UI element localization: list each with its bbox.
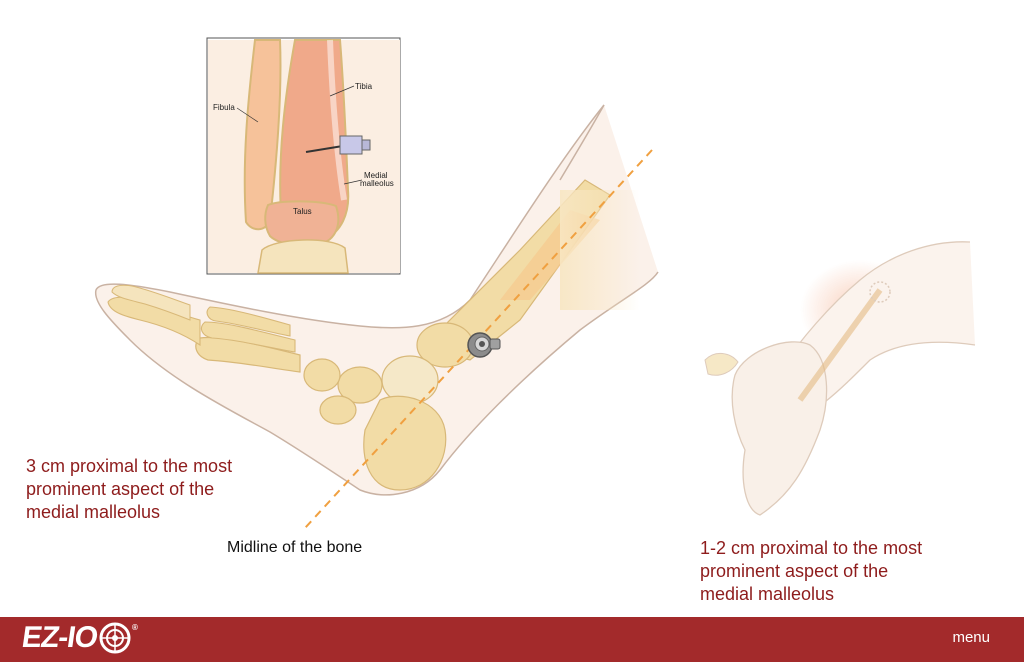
annotation-line: prominent aspect of the (700, 561, 889, 581)
midline-label: Midline of the bone (227, 539, 363, 556)
ezio-logo: EZ-IO ® (19, 621, 138, 655)
menu-button[interactable]: menu (952, 629, 990, 646)
footer-bar: EZ-IO ® menu (0, 617, 1024, 662)
medial-malleolus-label-line2: malleolus (360, 179, 394, 188)
cuboid (319, 395, 357, 425)
annotation-line: prominent aspect of the (26, 479, 215, 499)
fibula-label: Fibula (213, 103, 235, 112)
metatarsal-2 (200, 321, 296, 353)
tibial-site-annotation: 3 cm proximal to the most prominent aspe… (26, 455, 232, 524)
metatarsal-3 (206, 306, 291, 337)
tibia-label: Tibia (355, 82, 373, 91)
hand-outline (731, 341, 828, 516)
talus-label: Talus (293, 207, 312, 216)
annotation-line: medial malleolus (700, 584, 835, 604)
toe-phalanges-2 (111, 284, 191, 321)
cross-section-inset (206, 37, 401, 275)
hand-insertion-illustration (704, 241, 976, 516)
annotation-line: 1-2 cm proximal to the most (700, 538, 923, 558)
shin-shading (560, 190, 640, 310)
logo-text: EZ-IO (19, 621, 100, 654)
ezio-target-icon (99, 622, 131, 654)
calcaneus (363, 395, 447, 491)
medial-malleolus-label-line1: Medial (364, 171, 388, 180)
registered-mark: ® (132, 622, 138, 632)
ankle-illustration (94, 37, 976, 529)
leg-skin-outline (94, 104, 659, 496)
insertion-site-annotation: 1-2 cm proximal to the most prominent as… (700, 537, 922, 606)
annotation-line: medial malleolus (26, 502, 161, 522)
shin-front-line (559, 104, 605, 181)
navicular (337, 366, 383, 404)
cuneiform (303, 358, 341, 392)
inset-fibula (243, 39, 282, 231)
annotation-line: 3 cm proximal to the most (26, 456, 233, 476)
driver-icon (467, 332, 501, 358)
